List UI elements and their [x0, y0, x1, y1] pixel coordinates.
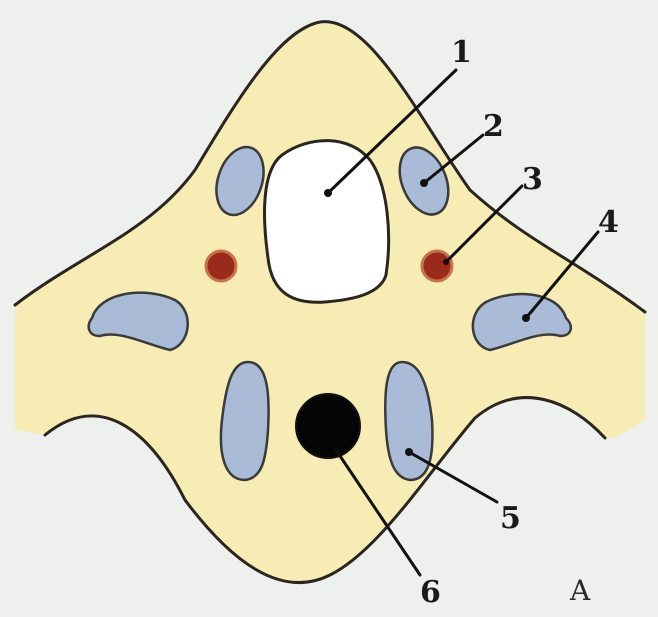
- leader-tip-2: [420, 179, 428, 187]
- callout-label-5: 5: [500, 501, 521, 536]
- leader-tip-3: [443, 259, 449, 265]
- red-dot-left: [206, 251, 236, 281]
- callout-label-4: 4: [598, 205, 619, 240]
- leader-tip-5: [405, 448, 413, 456]
- panel-letter: A: [569, 574, 591, 607]
- leader-tip-4: [522, 314, 530, 322]
- black-body: [296, 394, 360, 458]
- red-dot-right: [422, 251, 452, 281]
- callout-label-2: 2: [483, 109, 504, 144]
- leader-tip-1: [324, 189, 332, 197]
- callout-label-1: 1: [451, 35, 472, 70]
- callout-label-3: 3: [522, 162, 543, 197]
- callout-label-6: 6: [420, 575, 441, 610]
- central-lumen: [265, 141, 389, 303]
